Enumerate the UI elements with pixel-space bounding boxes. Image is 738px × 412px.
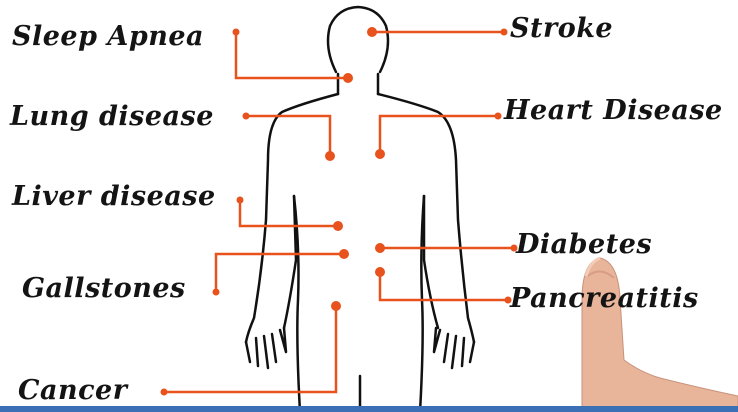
dot-liver-disease-start — [237, 197, 244, 204]
dot-gallstones-end — [339, 249, 349, 259]
connector-cancer — [164, 306, 336, 392]
dot-heart-disease-start — [375, 149, 385, 159]
dot-cancer-start — [161, 389, 168, 396]
dot-stroke-end — [501, 29, 508, 36]
dot-cancer-end — [331, 301, 341, 311]
connector-liver-disease — [240, 200, 338, 226]
dot-liver-disease-end — [333, 221, 343, 231]
dot-diabetes-start — [375, 243, 385, 253]
connector-lung-disease — [246, 116, 330, 156]
dot-lung-disease-start — [243, 113, 250, 120]
label-lung-disease: Lung disease — [10, 102, 214, 132]
bottom-bar — [0, 406, 738, 412]
connector-sleep-apnea — [236, 32, 348, 78]
dot-lung-disease-end — [325, 151, 335, 161]
label-pancreatitis: Pancreatitis — [510, 284, 699, 314]
label-stroke: Stroke — [510, 14, 613, 44]
dot-heart-disease-end — [495, 113, 502, 120]
dot-pancreatitis-start — [375, 267, 385, 277]
connector-gallstones — [216, 254, 344, 292]
dot-gallstones-start — [213, 289, 220, 296]
dot-sleep-apnea-end — [343, 73, 353, 83]
dot-stroke-start — [367, 27, 377, 37]
pointing-finger-icon — [582, 258, 738, 412]
human-body-outline-icon — [246, 7, 474, 412]
label-diabetes: Diabetes — [516, 230, 652, 260]
label-heart-disease: Heart Disease — [504, 96, 723, 126]
label-liver-disease: Liver disease — [12, 182, 216, 212]
label-gallstones: Gallstones — [22, 274, 186, 304]
dot-sleep-apnea-start — [233, 29, 240, 36]
label-sleep-apnea: Sleep Apnea — [12, 22, 204, 52]
connector-heart-disease — [380, 116, 498, 154]
label-cancer: Cancer — [18, 376, 127, 406]
connector-pancreatitis — [380, 272, 508, 300]
